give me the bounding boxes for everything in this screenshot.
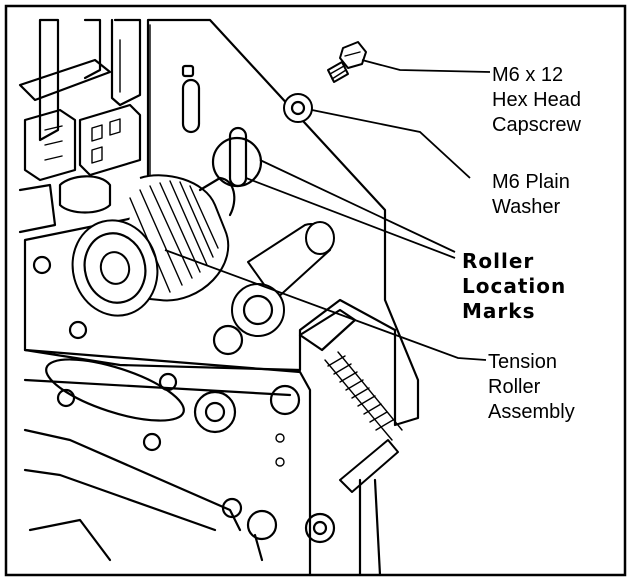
callout-tension-roller-line-1: Tension [488,351,557,373]
leader-washer [311,109,471,179]
plate-slot-upper [181,78,201,134]
callout-washer-line-2: Washer [492,196,561,218]
lower-frame [23,255,382,577]
leader-lines [164,59,491,361]
callout-capscrew-line-1: M6 x 12 [492,64,563,86]
callout-washer-line-1: M6 Plain [492,171,570,193]
printer-mechanism-drawing [18,18,420,577]
leader-location-mark-slot [245,177,456,259]
callout-labels: M6 x 12 Hex Head Capscrew M6 Plain Washe… [462,64,587,423]
callout-capscrew-line-3: Capscrew [492,114,581,136]
callout-washer: M6 Plain Washer [492,171,575,218]
callout-location-marks: Roller Location Marks [462,249,574,323]
washer-part [283,93,313,123]
callout-capscrew: M6 x 12 Hex Head Capscrew [492,64,587,136]
callout-location-marks-line-2: Location [462,274,566,298]
main-side-plate [23,18,420,427]
leader-tension-roller [164,249,487,361]
callout-location-marks-line-1: Roller [462,249,534,273]
callout-tension-roller-line-3: Assembly [488,401,575,423]
leader-capscrew [361,59,491,73]
tension-roller-part [71,174,236,317]
location-mark-circle [211,136,263,188]
callout-tension-roller-line-2: Roller [488,376,541,398]
callout-capscrew-line-2: Hex Head [492,89,581,111]
leader-location-mark-circle [259,159,456,253]
capscrew-part [327,41,367,83]
idler-shaft [212,221,335,356]
callout-location-marks-line-3: Marks [462,299,535,323]
callout-tension-roller: Tension Roller Assembly [488,351,575,423]
rear-frame-rails [18,18,142,234]
